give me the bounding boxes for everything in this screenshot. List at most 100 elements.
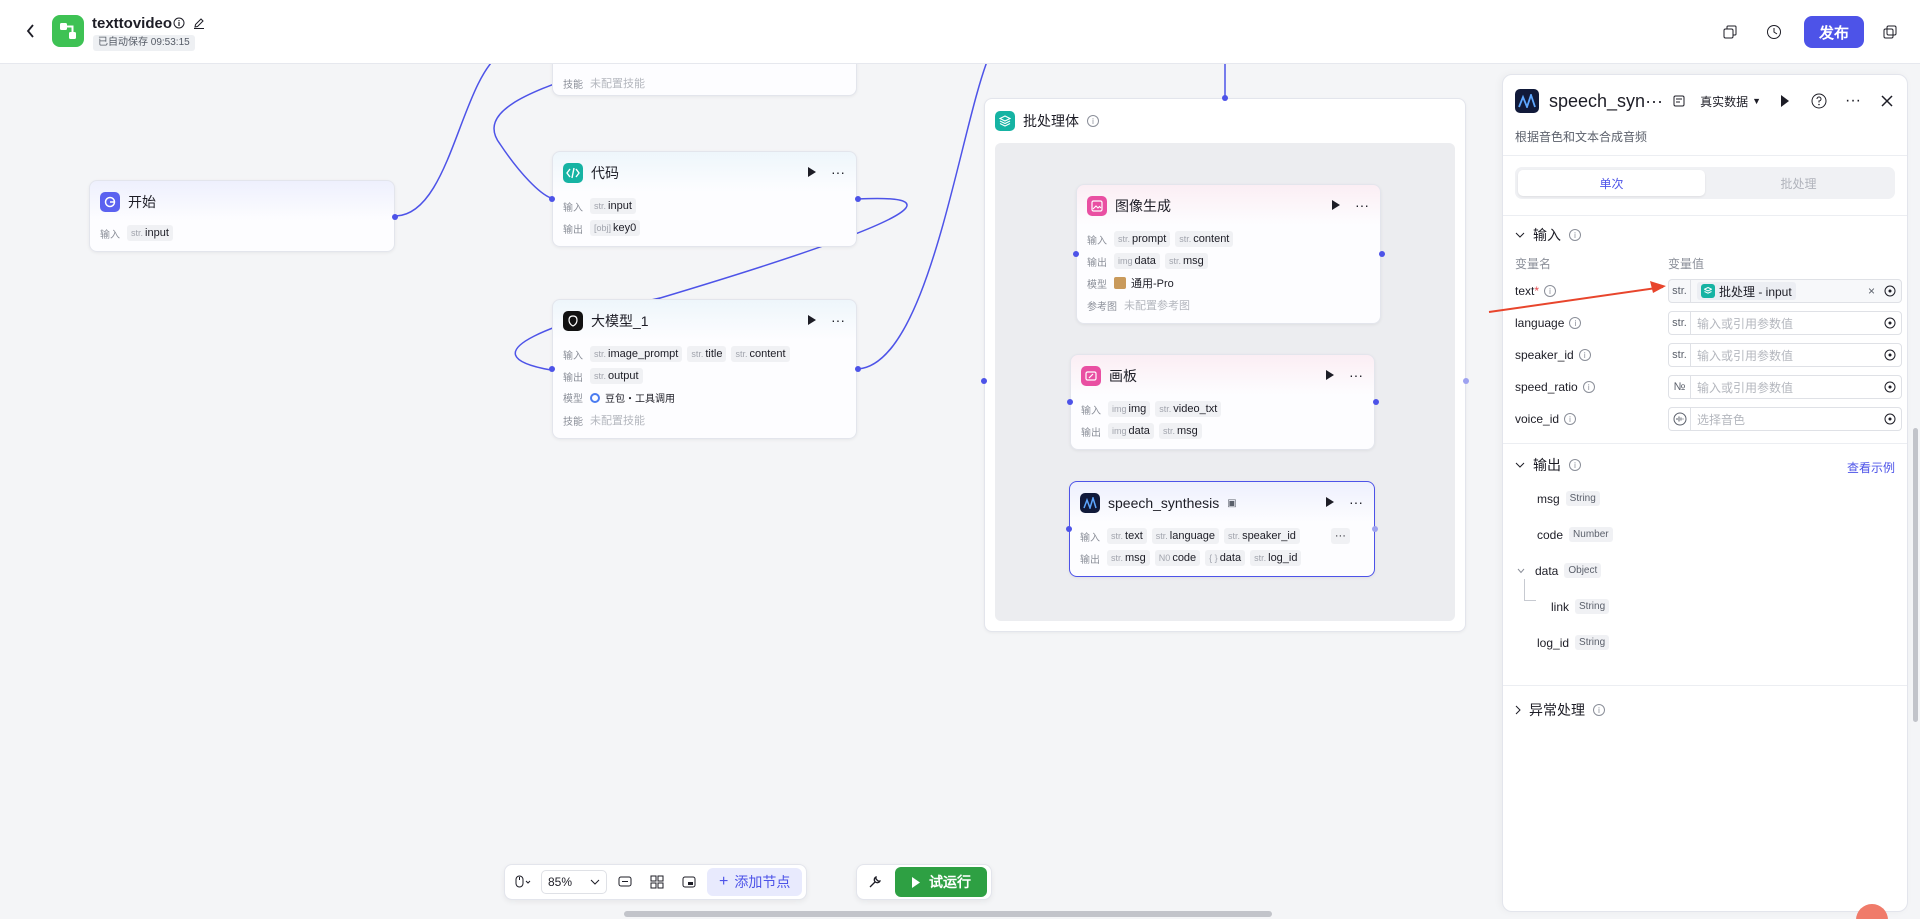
panel-scrollbar[interactable] bbox=[1913, 428, 1918, 722]
input-port[interactable] bbox=[1067, 399, 1073, 405]
play-icon[interactable] bbox=[804, 312, 820, 328]
close-icon[interactable] bbox=[1877, 91, 1897, 111]
input-port[interactable] bbox=[1222, 95, 1228, 101]
tab-batch[interactable]: 批处理 bbox=[1780, 176, 1817, 191]
tab-single[interactable]: 单次 bbox=[1518, 170, 1705, 196]
info-icon[interactable]: i bbox=[1087, 115, 1099, 127]
play-icon[interactable] bbox=[1322, 367, 1338, 383]
publish-button[interactable]: 发布 bbox=[1804, 16, 1864, 48]
input-port[interactable] bbox=[1073, 251, 1079, 257]
voice-select[interactable]: 选择音色 bbox=[1697, 412, 1746, 427]
more-icon[interactable]: ··· bbox=[1349, 367, 1363, 383]
input-label: 输入 bbox=[1087, 235, 1107, 247]
play-icon[interactable] bbox=[1775, 91, 1795, 111]
output-section-header[interactable]: 输出 i bbox=[1515, 455, 1581, 475]
info-icon[interactable]: i bbox=[1593, 704, 1605, 716]
batch-right-port[interactable] bbox=[1463, 378, 1469, 384]
info-icon[interactable] bbox=[172, 16, 186, 30]
info-icon[interactable]: i bbox=[1578, 349, 1591, 361]
output-port[interactable] bbox=[855, 196, 861, 202]
template-icon[interactable] bbox=[1672, 91, 1686, 111]
output-port[interactable] bbox=[1373, 399, 1379, 405]
param-value-field[interactable]: str. 输入或引用参数值 bbox=[1668, 311, 1902, 335]
chevron-down-icon[interactable] bbox=[1517, 568, 1525, 574]
batch-left-port[interactable] bbox=[981, 378, 987, 384]
param-value-field[interactable]: 选择音色 bbox=[1668, 407, 1902, 431]
more-icon[interactable]: ··· bbox=[831, 312, 845, 328]
voice-type-icon[interactable] bbox=[1669, 408, 1691, 430]
reference-picker-icon[interactable] bbox=[1879, 312, 1901, 334]
output-port[interactable] bbox=[1379, 251, 1385, 257]
speech-synthesis-node[interactable]: speech_synthesis ▣ ··· 输入 str.text str.l… bbox=[1066, 481, 1378, 577]
param-value-field[interactable]: str. 输入或引用参数值 bbox=[1668, 343, 1902, 367]
edit-icon[interactable] bbox=[192, 16, 206, 30]
clear-icon[interactable]: × bbox=[1867, 284, 1875, 298]
param-input[interactable]: 输入或引用参数值 bbox=[1697, 316, 1794, 331]
type-label[interactable]: str. bbox=[1669, 280, 1691, 302]
more-icon[interactable]: ··· bbox=[1349, 494, 1363, 510]
error-handling-header[interactable]: 异常处理 i bbox=[1515, 700, 1605, 720]
help-icon[interactable] bbox=[1809, 91, 1829, 111]
more-icon[interactable]: ··· bbox=[1845, 92, 1861, 109]
mouse-mode-icon[interactable] bbox=[509, 868, 537, 896]
output-port[interactable] bbox=[855, 366, 861, 372]
type-badge: String bbox=[1575, 599, 1610, 614]
wrench-icon[interactable] bbox=[861, 868, 889, 896]
info-icon[interactable]: i bbox=[1569, 229, 1581, 241]
info-icon[interactable]: i bbox=[1544, 285, 1557, 297]
divider bbox=[1503, 685, 1907, 686]
back-arrow-icon[interactable] bbox=[20, 20, 42, 42]
input-port[interactable] bbox=[549, 366, 555, 372]
info-icon[interactable]: i bbox=[1569, 317, 1582, 329]
more-icon[interactable]: ··· bbox=[831, 164, 845, 180]
type-label[interactable]: № bbox=[1669, 376, 1691, 398]
output-port[interactable] bbox=[1372, 526, 1378, 532]
info-icon[interactable]: i bbox=[1569, 459, 1581, 471]
info-icon[interactable]: i bbox=[1564, 413, 1577, 425]
workflow-canvas[interactable]: 技能 未配置技能 开始 输入 str.input 代码 ··· bbox=[0, 64, 1500, 919]
param-value-field[interactable]: № 输入或引用参数值 bbox=[1668, 375, 1902, 399]
param-value-field[interactable]: str. 批处理 - input × bbox=[1668, 279, 1902, 303]
more-icon[interactable]: ··· bbox=[1355, 197, 1369, 213]
assistant-avatar[interactable] bbox=[1856, 904, 1888, 919]
view-example-link[interactable]: 查看示例 bbox=[1846, 461, 1895, 475]
input-section-header[interactable]: 输入 i bbox=[1515, 225, 1581, 245]
history-icon[interactable] bbox=[1758, 16, 1790, 48]
more-params-chip[interactable]: ··· bbox=[1330, 528, 1350, 544]
output-item[interactable]: data Object bbox=[1517, 563, 1602, 578]
duplicate-icon[interactable] bbox=[1874, 16, 1906, 48]
add-node-button[interactable]: + 添加节点 bbox=[707, 868, 803, 896]
info-icon[interactable]: i bbox=[1582, 381, 1595, 393]
copy-icon[interactable] bbox=[1714, 16, 1746, 48]
comment-icon[interactable] bbox=[611, 868, 639, 896]
input-port[interactable] bbox=[549, 196, 555, 202]
play-icon[interactable] bbox=[1328, 197, 1344, 213]
reference-picker-icon[interactable] bbox=[1879, 408, 1901, 430]
data-mode-select[interactable]: 真实数据 ▼ bbox=[1700, 94, 1761, 109]
reference-picker-icon[interactable] bbox=[1879, 344, 1901, 366]
layout-icon[interactable] bbox=[643, 868, 671, 896]
param-input[interactable]: 输入或引用参数值 bbox=[1697, 348, 1794, 363]
horizontal-scrollbar[interactable] bbox=[624, 911, 1272, 917]
partial-node-top[interactable]: 技能 未配置技能 bbox=[552, 64, 857, 96]
start-node[interactable]: 开始 输入 str.input bbox=[89, 180, 398, 252]
image-generation-node[interactable]: 图像生成 ··· 输入 str.prompt str.content 输出 im… bbox=[1073, 184, 1385, 324]
code-icon bbox=[563, 163, 583, 183]
llm-node[interactable]: 大模型_1 ··· 输入 str.image_prompt str.title … bbox=[549, 299, 861, 439]
play-icon[interactable] bbox=[804, 164, 820, 180]
test-run-button[interactable]: 试运行 bbox=[895, 867, 987, 897]
app-title: texttovideo bbox=[92, 15, 173, 32]
reference-picker-icon[interactable] bbox=[1879, 376, 1901, 398]
code-node[interactable]: 代码 ··· 输入 str.input 输出 [obj]key0 bbox=[549, 151, 861, 247]
input-port[interactable] bbox=[1066, 526, 1072, 532]
reference-picker-icon[interactable] bbox=[1879, 280, 1901, 302]
output-port[interactable] bbox=[392, 214, 398, 220]
type-label[interactable]: str. bbox=[1669, 344, 1691, 366]
minimap-icon[interactable] bbox=[675, 868, 703, 896]
zoom-select[interactable]: 85% bbox=[541, 870, 607, 894]
type-label[interactable]: str. bbox=[1669, 312, 1691, 334]
play-icon[interactable] bbox=[1322, 494, 1338, 510]
param-input[interactable]: 输入或引用参数值 bbox=[1697, 380, 1794, 395]
